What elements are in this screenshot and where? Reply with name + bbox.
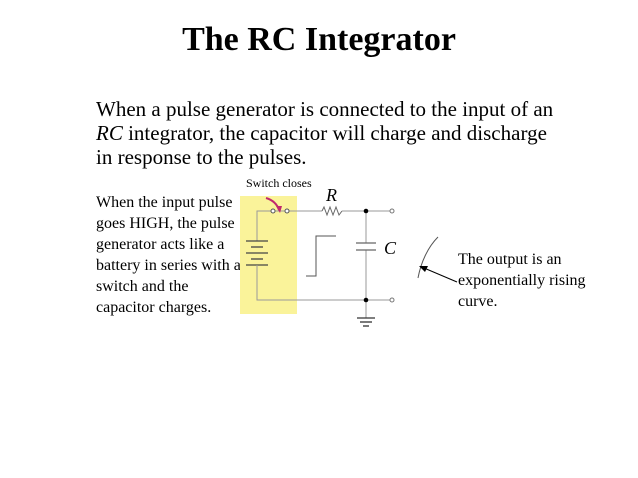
output-curve-waveform — [417, 236, 439, 279]
circuit-wires — [256, 210, 392, 318]
resistor-label: R — [326, 185, 337, 205]
switch-closes-label: Switch closes — [246, 176, 312, 190]
capacitor-label: C — [384, 238, 397, 258]
output-terminal-bottom — [389, 297, 395, 303]
ground-symbol — [357, 317, 375, 327]
generator-highlight — [240, 196, 297, 314]
intro-part1: When a pulse generator is connected to t… — [96, 97, 554, 121]
resistor-symbol — [321, 205, 343, 217]
slide-title: The RC Integrator — [182, 21, 456, 58]
switch-terminal-left — [270, 208, 276, 214]
output-annotation-arrow — [423, 267, 458, 283]
intro-rc: RC — [96, 121, 123, 145]
switch-terminal-right — [284, 208, 290, 214]
intro-part2: integrator, the capacitor will charge an… — [96, 121, 547, 169]
intro-paragraph: When a pulse generator is connected to t… — [96, 97, 566, 169]
output-explanation: The output is an exponentially rising cu… — [458, 251, 586, 310]
input-pulse-waveform — [306, 235, 336, 277]
output-node-bottom — [363, 297, 369, 303]
capacitor-symbol — [356, 242, 376, 251]
left-explanation: When the input pulse goes HIGH, the puls… — [96, 194, 241, 316]
output-node-top — [363, 208, 369, 214]
output-terminal-top — [389, 208, 395, 214]
output-annotation-arrowhead — [419, 266, 428, 272]
switch-closes-arrowhead — [276, 206, 282, 213]
